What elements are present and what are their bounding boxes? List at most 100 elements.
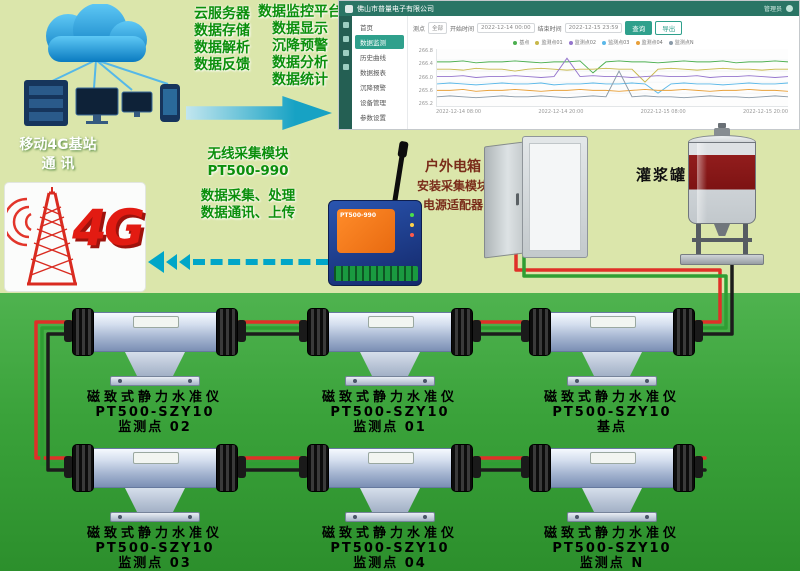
sensor-cylinder (319, 448, 461, 488)
query-button[interactable]: 查询 (625, 21, 653, 35)
dashboard-screenshot: 佛山市普量电子有限公司 管理员 首页数据监测历史曲线数据报表沉降预警设备管理参数… (338, 0, 800, 130)
cloud-services-text: 云服务器数据存储数据解析数据反馈 (194, 6, 250, 73)
sidebar-item[interactable]: 数据报表 (360, 69, 386, 77)
dashboard-avatar[interactable] (786, 5, 793, 12)
sensor-sticker (368, 452, 414, 464)
cable-gland-right (237, 320, 246, 342)
sensor-endcap-right (216, 444, 238, 492)
sidebar-item[interactable]: 首页 (360, 24, 373, 32)
cable-gland-right (472, 320, 481, 342)
chart-icon[interactable] (342, 36, 349, 42)
sidebar-item[interactable]: 沉降预警 (360, 84, 386, 92)
led-indicators (410, 213, 414, 237)
cable-gland-left (299, 456, 308, 478)
outdoor-cabinet (484, 134, 590, 262)
legend-item[interactable]: 基点 (513, 39, 529, 46)
legend-item[interactable]: 监测点02 (568, 39, 596, 46)
sensor-endcap-left (72, 308, 94, 356)
wireless-module-device: PT500-990 (320, 150, 430, 290)
export-button[interactable]: 导出 (655, 21, 683, 35)
dashboard-icon-strip (339, 16, 352, 129)
monitor-small-icon (121, 91, 153, 117)
sensor-endcap-left (72, 444, 94, 492)
phone-icon (160, 84, 180, 122)
sensor-cylinder (541, 448, 683, 488)
menu-icon[interactable] (342, 22, 349, 28)
cell-tower-icon (27, 187, 77, 286)
sensor-stand (360, 488, 420, 512)
cable-gland-right (472, 456, 481, 478)
sensor-endcap-right (673, 308, 695, 356)
g4-logo: 4G (72, 199, 145, 257)
filter-label: 测点 (413, 25, 426, 33)
sensor-endcap-left (529, 308, 551, 356)
legend-item[interactable]: 监测点04 (635, 39, 663, 46)
table-icon[interactable] (342, 50, 349, 56)
legend-item[interactable]: 监测点03 (602, 39, 630, 46)
module-desc-text: 数据采集、处理 数据通讯、上传 (200, 188, 296, 221)
dashed-arrow-left-icon (148, 251, 328, 273)
dashboard-logo-icon (345, 4, 353, 13)
dashboard-chart-svg (436, 49, 788, 107)
sidebar-item[interactable]: 历史曲线 (360, 54, 386, 62)
radio-waves-icon (7, 197, 32, 247)
sensor-endcap-right (216, 308, 238, 356)
sensor-stand (125, 352, 185, 376)
filter-label: 开始时间 (450, 25, 475, 33)
cable-gland-left (521, 456, 530, 478)
sensor-endcap-right (451, 308, 473, 356)
sensor-endcap-left (307, 308, 329, 356)
sensor-base-plate (110, 512, 200, 522)
cloud-network-illustration (24, 4, 180, 126)
grouting-tank (680, 123, 764, 268)
sensor-cylinder (84, 448, 226, 488)
legend-item[interactable]: 监测点N (668, 39, 694, 46)
sensor-stand (125, 488, 185, 512)
cable-gland-left (64, 320, 73, 342)
dashboard-title: 佛山市普量电子有限公司 (357, 4, 434, 13)
sensor-sticker (133, 316, 179, 328)
sidebar-item[interactable]: 设备管理 (360, 99, 386, 107)
sensor-cylinder (541, 312, 683, 352)
dashboard-sidebar: 首页数据监测历史曲线数据报表沉降预警设备管理参数设置系统管理 (352, 16, 408, 129)
dashboard-user-label[interactable]: 管理员 (763, 6, 782, 13)
sidebar-item[interactable]: 参数设置 (360, 114, 386, 122)
sensor-sticker (590, 452, 636, 464)
sensor-endcap-left (307, 444, 329, 492)
sensor-endcap-right (451, 444, 473, 492)
cable-gland-left (521, 320, 530, 342)
terminal-block (334, 266, 418, 281)
filter-input[interactable]: 全部 (428, 22, 448, 34)
sensor-stand (582, 488, 642, 512)
sidebar-item[interactable]: 数据监测 (355, 35, 404, 49)
filter-input[interactable]: 2022-12-15 23:59 (564, 23, 623, 33)
filter-label: 结束时间 (537, 25, 562, 33)
base-station-text: 移动4G基站 通 讯 (19, 137, 97, 172)
sensor-base-plate (110, 376, 200, 386)
cabinet-body (522, 136, 588, 258)
sensor-base-plate (567, 512, 657, 522)
outdoor-box-text: 户外电箱安装采集模块电源适配器 (416, 159, 489, 212)
cabinet-interior (529, 143, 581, 251)
filter-input[interactable]: 2022-12-14 00:00 (477, 23, 535, 33)
sensor-base-plate (345, 376, 435, 386)
sensor-stand (582, 352, 642, 376)
gear-icon[interactable] (342, 64, 349, 70)
legend-item[interactable]: 监测点01 (535, 39, 563, 46)
sensor-base-plate (567, 376, 657, 386)
monitor-icon (75, 87, 119, 124)
sensor-cylinder (319, 312, 461, 352)
cable-gland-right (237, 456, 246, 478)
